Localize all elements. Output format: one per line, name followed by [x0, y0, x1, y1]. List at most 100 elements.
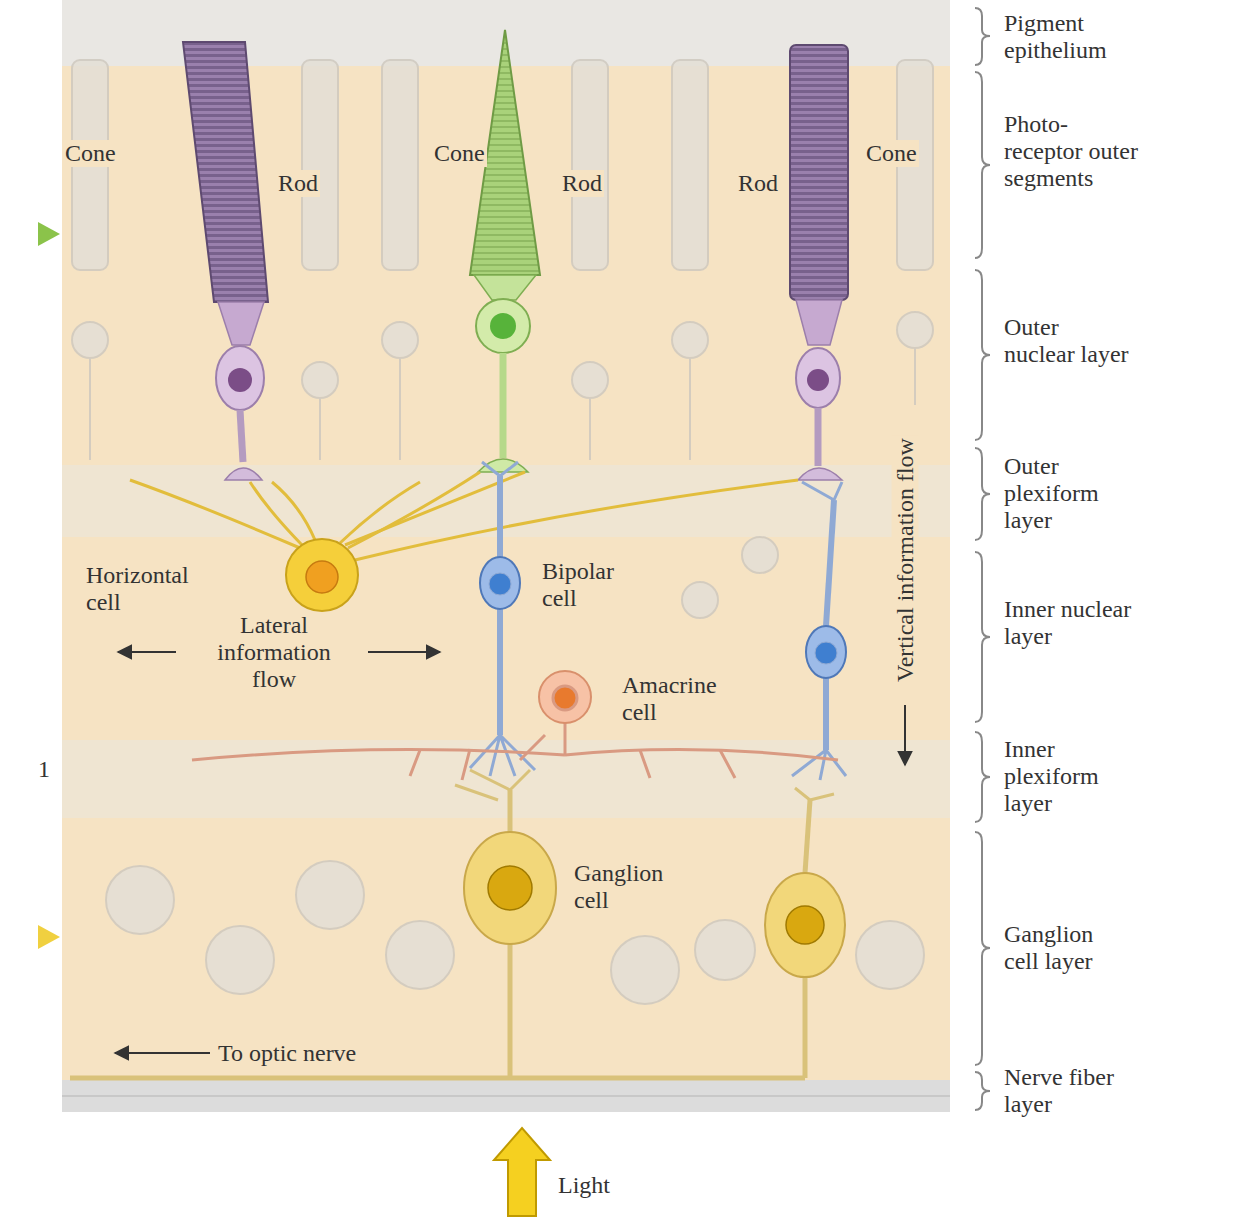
ganglion-cell	[786, 906, 824, 944]
ghost-photoreceptors	[302, 362, 338, 398]
ghost-photoreceptors	[689, 358, 691, 460]
layer-bracket	[975, 732, 990, 822]
flow-label: Vertical information flow	[892, 436, 919, 684]
cell-label: Bipolar cell	[540, 558, 644, 612]
layer-bracket	[975, 448, 990, 540]
ganglion-cell	[805, 800, 810, 873]
amacrine-cell	[410, 735, 735, 780]
layer-label: Inner nuclear layer	[1002, 596, 1136, 650]
cone-cell	[474, 275, 536, 300]
flow-arrow	[118, 651, 176, 653]
ghost-ganglion-cells	[386, 921, 454, 989]
ghost-photoreceptors	[672, 60, 708, 270]
layer-label: Inner plexiform layer	[1002, 736, 1146, 817]
layer-label: Outer plexiform layer	[1002, 453, 1146, 534]
cone-cell	[490, 313, 516, 339]
ghost-photoreceptors	[742, 537, 778, 573]
layer-bracket	[975, 552, 990, 722]
rod-cell	[225, 468, 262, 480]
cone-cell	[476, 299, 530, 353]
ghost-ganglion-cells	[856, 921, 924, 989]
rod-cell	[218, 302, 264, 345]
ganglion-cell	[765, 873, 845, 977]
amacrine-cell	[192, 750, 565, 760]
ghost-photoreceptors	[572, 362, 608, 398]
horizontal-cell	[272, 482, 315, 540]
flow-arrow	[904, 705, 906, 765]
bipolar-cell	[815, 642, 837, 664]
cone-cell	[500, 353, 507, 458]
ganglion-cell	[464, 832, 556, 944]
layer-bracket	[975, 8, 990, 1110]
marker-triangle	[38, 222, 60, 246]
ganglion-cell	[455, 770, 530, 800]
horizontal-cell	[306, 561, 338, 593]
rod-cell	[790, 45, 848, 300]
ghost-photoreceptors	[572, 60, 608, 270]
bipolar-cell	[806, 626, 846, 678]
bipolar-cell	[482, 462, 518, 476]
tissue-background	[62, 1080, 950, 1112]
bipolar-cell	[792, 482, 846, 780]
flow-arrow	[115, 1052, 210, 1054]
ganglion-cell	[488, 866, 532, 910]
ganglion-cell	[508, 790, 513, 832]
tissue-background	[62, 0, 950, 1112]
horizontal-cell	[250, 482, 302, 545]
cell-label: Rod	[736, 170, 780, 197]
tissue-background	[62, 0, 950, 1080]
ghost-photoreceptors	[589, 398, 591, 460]
horizontal-cell	[340, 482, 420, 543]
light-arrow	[494, 1128, 550, 1216]
flow-label: Lateral information flow	[197, 612, 351, 693]
ganglion-cell	[455, 770, 556, 1078]
layer-label: Outer nuclear layer	[1002, 314, 1136, 368]
ghost-ganglion-cells	[206, 926, 274, 994]
ghost-photoreceptors	[72, 322, 108, 358]
layer-bracket	[975, 270, 990, 440]
rod-cell	[183, 42, 268, 302]
rod-cell	[240, 410, 243, 462]
amacrine-cell	[539, 671, 591, 723]
rod-cell	[815, 408, 822, 466]
rod-cell	[790, 45, 848, 300]
ghost-photoreceptors	[399, 358, 401, 460]
optic-nerve-fiber	[70, 1076, 805, 1081]
bipolar-cell	[823, 678, 829, 750]
ghost-photoreceptors	[319, 398, 321, 460]
layer-label: Ganglion cell layer	[1002, 921, 1126, 975]
rod-cell	[796, 300, 842, 345]
ghost-photoreceptors	[672, 322, 708, 358]
cell-label: Ganglion cell	[572, 860, 686, 914]
bipolar-cell	[489, 573, 511, 595]
cone-cell	[470, 30, 540, 472]
horizontal-cell	[355, 480, 798, 560]
rod-cell	[796, 348, 840, 408]
cell-label: Rod	[276, 170, 320, 197]
rod-cell	[228, 368, 252, 392]
ghost-photoreceptors	[914, 348, 916, 405]
horizontal-cell	[130, 472, 798, 611]
ghost-ganglion-cells	[695, 920, 755, 980]
bipolar-cell	[802, 482, 842, 500]
bipolar-cell	[497, 476, 503, 557]
cell-label: Amacrine cell	[620, 672, 739, 726]
cell-label: Cone	[432, 140, 487, 167]
ghost-photoreceptors	[382, 322, 418, 358]
rod-cell	[183, 42, 268, 480]
layer-label: Photo-receptor outer segments	[1002, 111, 1141, 192]
cell-label: Horizontal cell	[84, 562, 218, 616]
amacrine-cell	[553, 686, 577, 710]
ghost-ganglion-cells	[296, 861, 364, 929]
ganglion-cell	[765, 788, 845, 1078]
bipolar-cell	[470, 462, 535, 776]
rod-cell	[807, 369, 829, 391]
ganglion-cell	[803, 977, 808, 1078]
rod-cell	[183, 42, 268, 302]
marker-triangle	[38, 925, 60, 949]
ghost-ganglion-cells	[106, 866, 174, 934]
cell-label: Cone	[63, 140, 118, 167]
layer-label: Nerve fiber layer	[1002, 1064, 1161, 1118]
horizontal-cell	[286, 539, 358, 611]
